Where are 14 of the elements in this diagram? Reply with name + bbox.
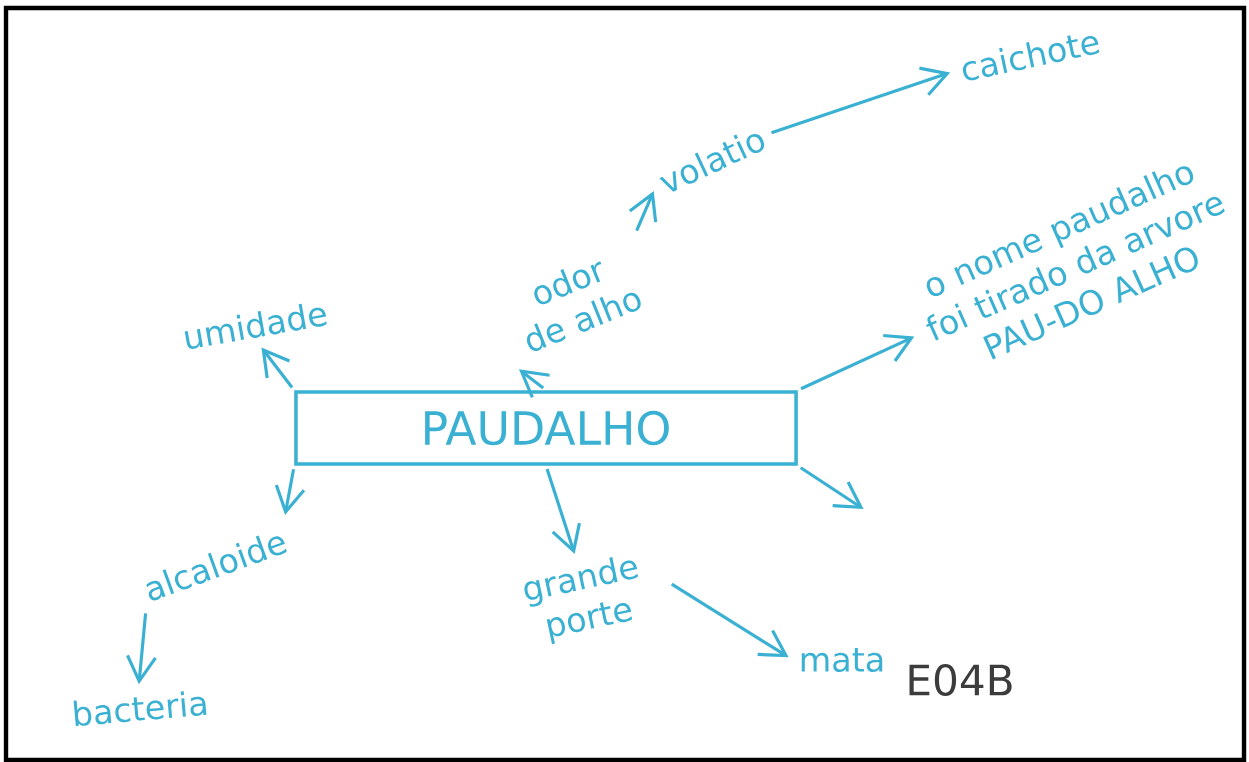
handwritten-label: grande porte: [524, 557, 638, 645]
arrow: [126, 613, 157, 685]
handwritten-label: caichote: [962, 35, 1100, 81]
arrow: [771, 66, 951, 135]
arrow: [670, 582, 789, 658]
code-label: E04B: [909, 664, 1012, 696]
handwritten-label: odor de alho: [526, 261, 641, 351]
arrow: [800, 333, 915, 391]
arrow: [799, 466, 864, 510]
arrow: [545, 468, 581, 554]
handwritten-label: mata: [801, 648, 883, 672]
handwritten-label: bacteria: [73, 691, 207, 727]
topic-box: PAUDALHO: [294, 390, 798, 466]
handwritten-label: umidade: [184, 303, 327, 349]
